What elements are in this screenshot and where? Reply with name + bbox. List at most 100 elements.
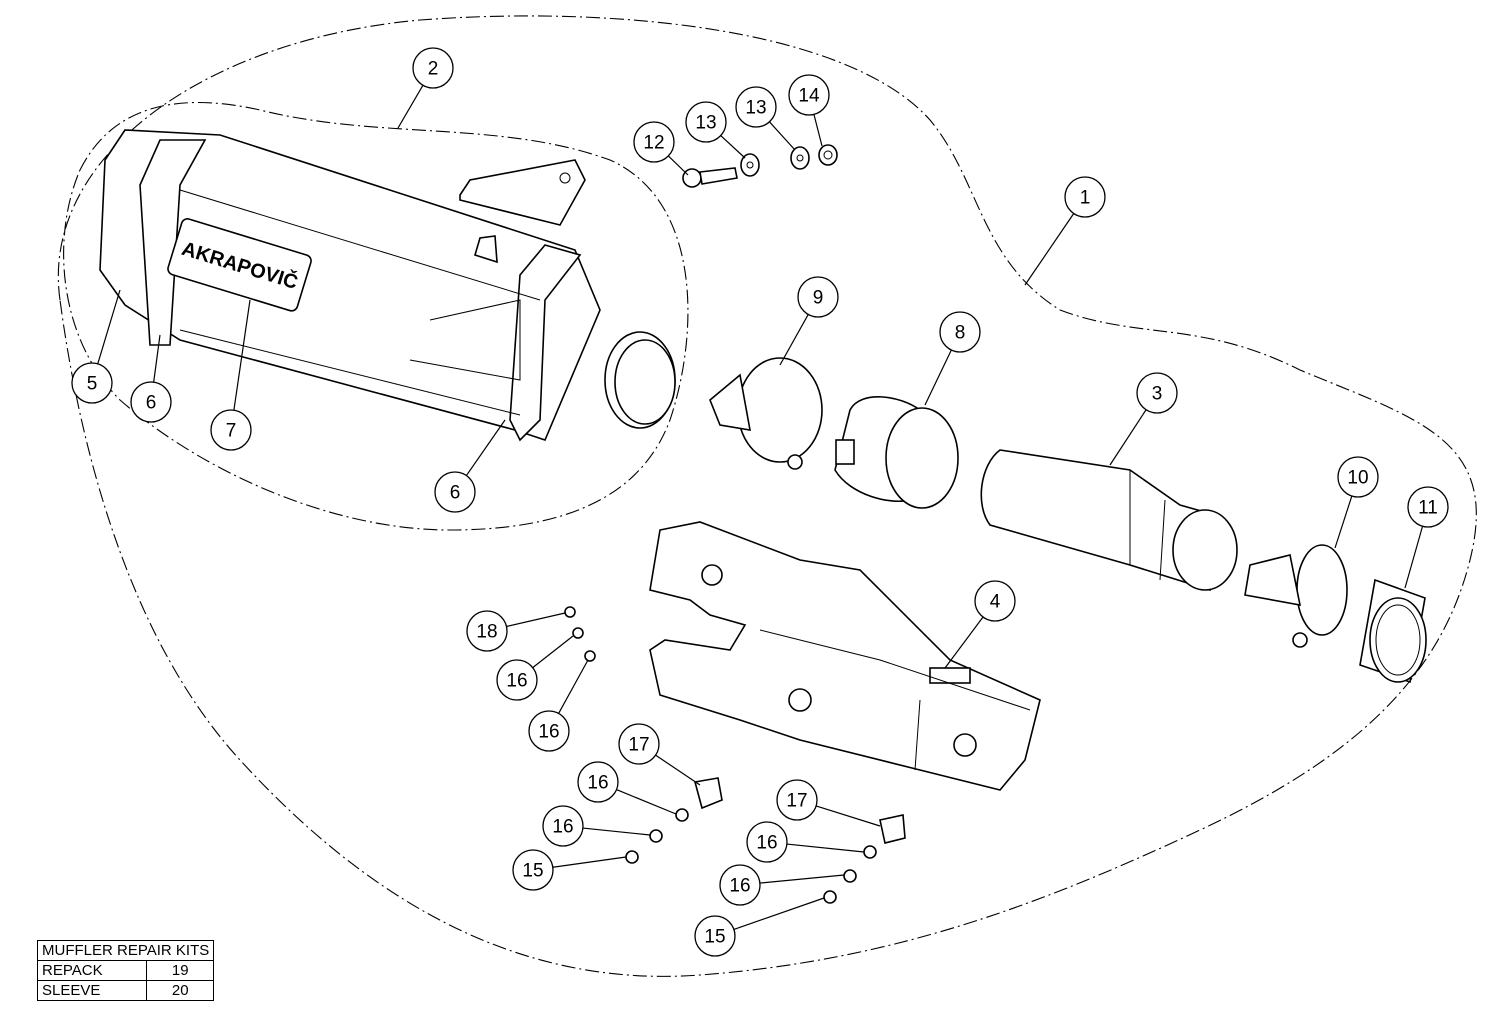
leader-line xyxy=(1334,495,1353,549)
clamp-10 xyxy=(1244,544,1348,648)
link-pipe-3 xyxy=(980,449,1238,592)
leader-line xyxy=(233,299,251,411)
callout-number: 12 xyxy=(643,133,664,154)
mount-hardware xyxy=(682,144,838,188)
callout-number: 16 xyxy=(587,773,608,794)
callout-14: 14 xyxy=(788,74,830,147)
callout-number: 2 xyxy=(428,59,439,80)
assembly-boundary-1 xyxy=(57,15,1477,977)
callout-12: 12 xyxy=(633,121,689,176)
leader-line xyxy=(97,289,121,365)
callout-circle xyxy=(71,362,113,404)
leader-line xyxy=(532,635,574,669)
callout-circle xyxy=(1407,486,1449,528)
leader-line xyxy=(506,612,566,628)
callout-5: 5 xyxy=(71,289,121,404)
table-row: REPACK 19 xyxy=(36,960,215,981)
callout-circle xyxy=(776,779,818,821)
callout-circle xyxy=(528,710,570,752)
callout-circle xyxy=(466,610,508,652)
callout-2: 2 xyxy=(397,47,454,129)
callout-circle xyxy=(1136,372,1178,414)
insert-8 xyxy=(834,396,959,509)
leader-line xyxy=(733,897,825,930)
callout-number: 17 xyxy=(628,735,649,756)
callout-13: 13 xyxy=(685,101,746,159)
callout-circle xyxy=(577,761,619,803)
callout-number: 3 xyxy=(1152,384,1163,405)
clamp-9 xyxy=(709,357,823,470)
callout-number: 16 xyxy=(506,671,527,692)
callout-circle xyxy=(694,915,736,957)
callout-circle xyxy=(210,409,252,451)
callout-4: 4 xyxy=(944,580,1016,669)
leader-line xyxy=(667,155,689,176)
muffler-repair-kits-table: MUFFLER REPAIR KITS REPACK 19 SLEEVE 20 xyxy=(36,940,215,1001)
leader-line xyxy=(655,754,701,786)
callout-number: 13 xyxy=(745,98,766,119)
leader-line xyxy=(552,856,627,868)
leader-line xyxy=(944,616,984,669)
callout-circle xyxy=(735,86,777,128)
leader-line xyxy=(558,659,589,714)
small-fasteners xyxy=(564,606,906,904)
callout-number: 7 xyxy=(226,421,237,442)
kit-name: SLEEVE xyxy=(36,980,148,1001)
callout-number: 15 xyxy=(522,861,543,882)
leader-line xyxy=(779,314,809,366)
leader-line xyxy=(1024,213,1075,286)
callout-6: 6 xyxy=(434,419,506,513)
callout-15: 15 xyxy=(512,849,627,891)
callout-number: 6 xyxy=(146,393,157,414)
callout-16: 16 xyxy=(719,864,845,906)
heat-shield-4 xyxy=(649,521,1041,791)
callout-11: 11 xyxy=(1404,486,1449,589)
callout-6: 6 xyxy=(130,334,172,423)
callout-number: 16 xyxy=(552,817,573,838)
callout-circle xyxy=(974,580,1016,622)
callout-circle xyxy=(939,311,981,353)
callout-7: 7 xyxy=(210,299,252,451)
callout-circle xyxy=(797,276,839,318)
callout-circle xyxy=(1064,176,1106,218)
leader-line xyxy=(786,843,865,853)
callout-number: 16 xyxy=(729,876,750,897)
leader-line xyxy=(582,827,651,836)
callout-number: 14 xyxy=(798,86,820,107)
callout-number: 11 xyxy=(1418,498,1438,519)
leader-line xyxy=(813,114,823,147)
callout-number: 17 xyxy=(786,791,807,812)
callout-17: 17 xyxy=(776,779,881,827)
callout-circle xyxy=(496,659,538,701)
callout-circle xyxy=(719,864,761,906)
callout-circle xyxy=(130,381,172,423)
callout-number: 10 xyxy=(1347,468,1368,489)
leader-line xyxy=(759,874,845,884)
callout-16: 16 xyxy=(746,821,865,863)
leader-line xyxy=(768,121,796,151)
callout-number: 15 xyxy=(704,927,725,948)
leader-line xyxy=(1109,409,1147,466)
callout-number: 1 xyxy=(1080,188,1091,209)
callout-circle xyxy=(746,821,788,863)
leader-line xyxy=(153,334,161,383)
callout-16: 16 xyxy=(577,761,677,815)
callout-3: 3 xyxy=(1109,372,1178,466)
callout-circle xyxy=(1337,456,1379,498)
callout-1: 1 xyxy=(1024,176,1106,286)
kit-number: 19 xyxy=(146,960,215,981)
callout-number: 8 xyxy=(955,323,966,344)
leader-line xyxy=(465,419,506,476)
callout-16: 16 xyxy=(528,659,589,752)
callout-circle xyxy=(542,805,584,847)
leader-line xyxy=(720,135,746,159)
callout-17: 17 xyxy=(618,723,701,786)
callout-circle xyxy=(512,849,554,891)
callout-16: 16 xyxy=(542,805,651,847)
callout-number: 16 xyxy=(756,833,777,854)
callout-13: 13 xyxy=(735,86,796,151)
callout-number: 5 xyxy=(87,374,98,395)
leader-line xyxy=(616,789,677,815)
callout-9: 9 xyxy=(779,276,839,366)
